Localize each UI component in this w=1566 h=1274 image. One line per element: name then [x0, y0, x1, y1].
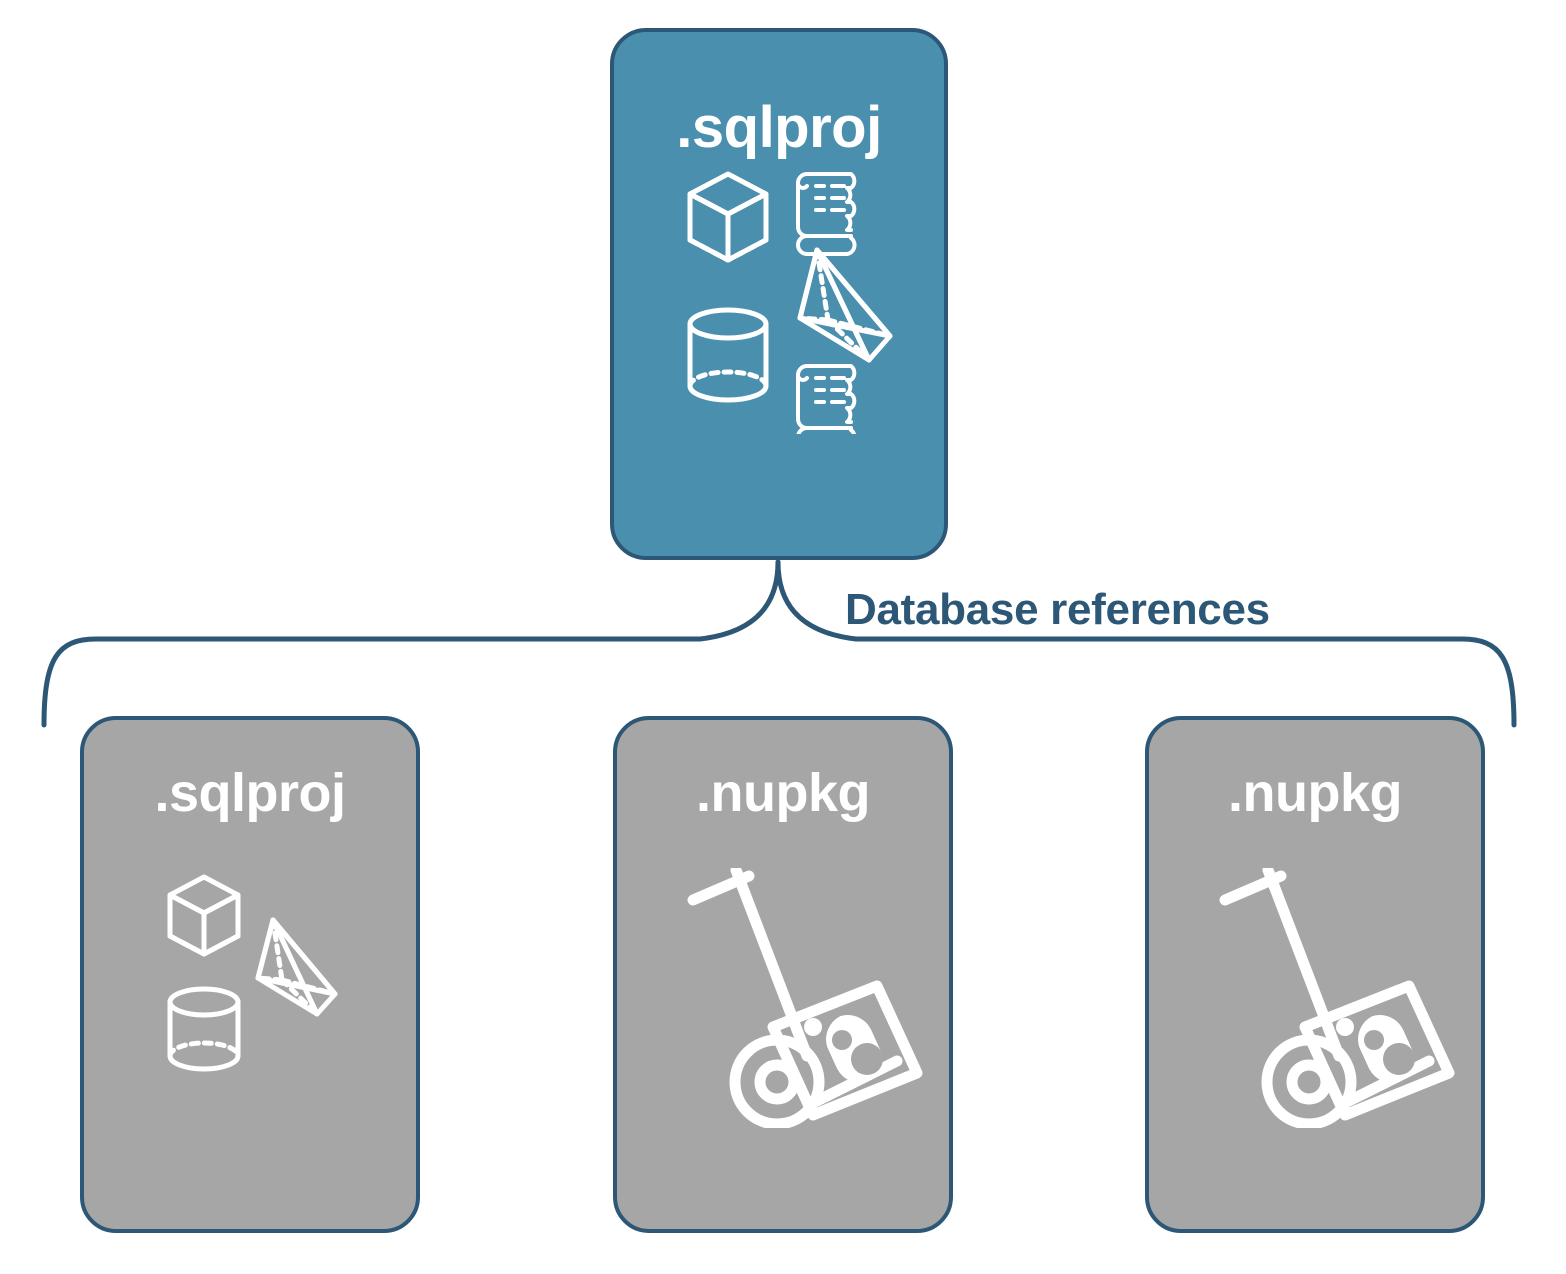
pyramid-icon — [255, 917, 338, 1017]
node-title-nupkg-1: .nupkg — [696, 763, 870, 823]
nuget-glyph-dots — [1364, 1030, 1415, 1075]
node-art-nupkg-2 — [1197, 864, 1457, 1130]
node-card-sqlproj-primary[interactable]: .sqlproj — [610, 28, 948, 560]
pyramid-icon — [797, 247, 893, 363]
database-references-bracket — [41, 559, 1517, 728]
node-art-sqlproj-primary — [676, 164, 906, 448]
node-title-sqlproj-reference: .sqlproj — [154, 763, 346, 823]
node-card-sqlproj-reference[interactable]: .sqlproj — [80, 716, 420, 1233]
scroll-icon — [796, 364, 857, 448]
node-card-nupkg-1[interactable]: .nupkg — [613, 716, 953, 1233]
node-title-sqlproj-primary: .sqlproj — [676, 95, 882, 160]
bracket-label-database-references: Database references — [845, 585, 1270, 634]
hand-truck-package-icon — [687, 864, 923, 1130]
node-art-sqlproj-reference — [160, 870, 360, 1080]
cylinder-icon — [167, 986, 241, 1072]
node-title-nupkg-2: .nupkg — [1228, 763, 1402, 823]
cube-icon — [687, 171, 769, 263]
scroll-icon — [796, 172, 857, 256]
node-art-nupkg-1 — [665, 864, 925, 1130]
node-card-nupkg-2[interactable]: .nupkg — [1145, 716, 1485, 1233]
cube-icon — [167, 874, 241, 957]
cylinder-icon — [687, 307, 769, 403]
hand-truck-package-icon — [1219, 864, 1455, 1130]
nuget-glyph-dots — [832, 1030, 883, 1075]
